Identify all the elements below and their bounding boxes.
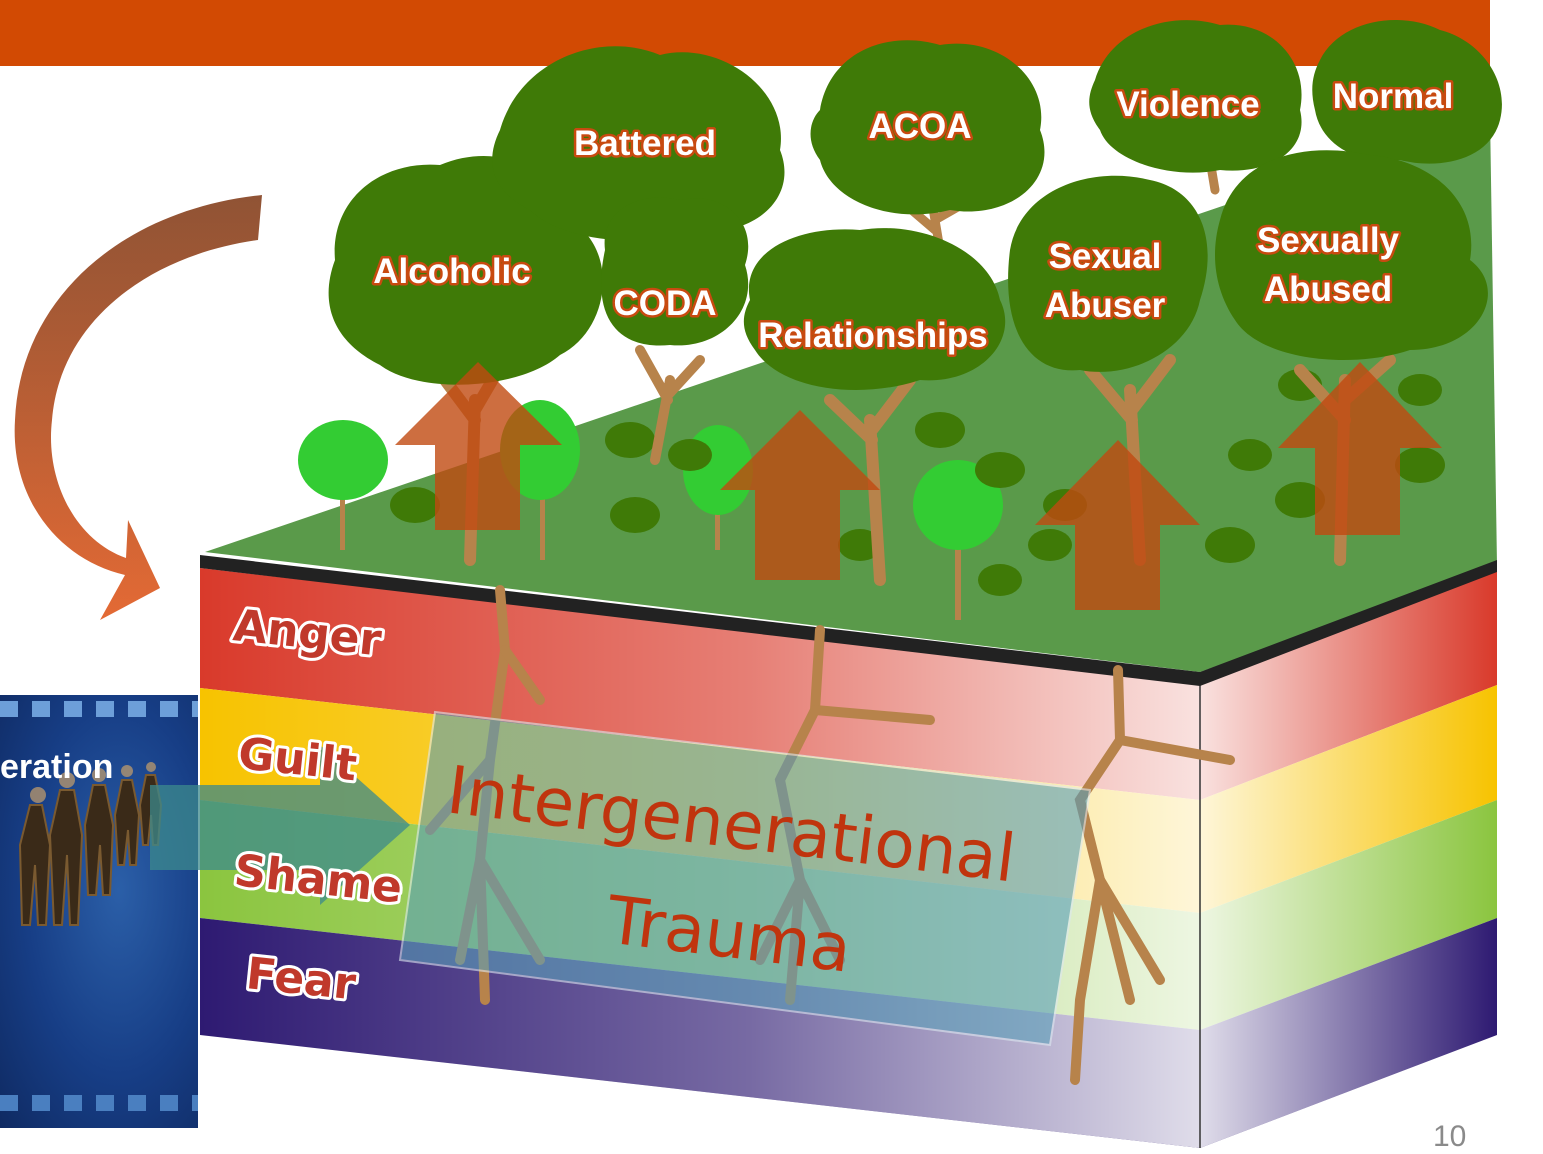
generation-image [0, 695, 198, 1128]
people-silhouettes [18, 762, 163, 926]
tree-label-acoa: ACOA [868, 107, 971, 146]
tree-label-coda: CODA [613, 284, 716, 323]
tree-label-relationships: Relationships [758, 316, 987, 355]
curved-arrow [14, 195, 262, 620]
generation-label: eration [0, 748, 114, 786]
tree-label-battered: Battered [574, 124, 716, 163]
card-top-trim [0, 701, 198, 717]
tree-label-normal: Normal [1333, 77, 1454, 116]
tree-label-alcoholic: Alcoholic [373, 252, 531, 291]
layer-side [1199, 570, 1497, 1148]
tree-label-sexual-abuser-line1: Sexual [1049, 237, 1162, 276]
up-arrows [395, 362, 1442, 610]
slide-number: 10 [1433, 1120, 1467, 1153]
trauma-box [398, 710, 1092, 1047]
small-trees [298, 400, 1003, 620]
tree-label-sexually-abused-line1: Sexually [1257, 221, 1400, 260]
tree-label-sexual-abuser-line2: Abuser [1045, 286, 1166, 325]
card-bottom-trim [0, 1095, 198, 1111]
generation-arrow [150, 745, 410, 905]
layer-label-guilt: Guilt [236, 728, 359, 791]
tree-canopies [328, 20, 1502, 390]
tree-label-sexually-abused-line2: Abused [1264, 270, 1392, 309]
tree-labels: Alcoholic Battered CODA ACOA Relationshi… [371, 75, 1456, 358]
tree-label-violence: Violence [1116, 85, 1259, 124]
